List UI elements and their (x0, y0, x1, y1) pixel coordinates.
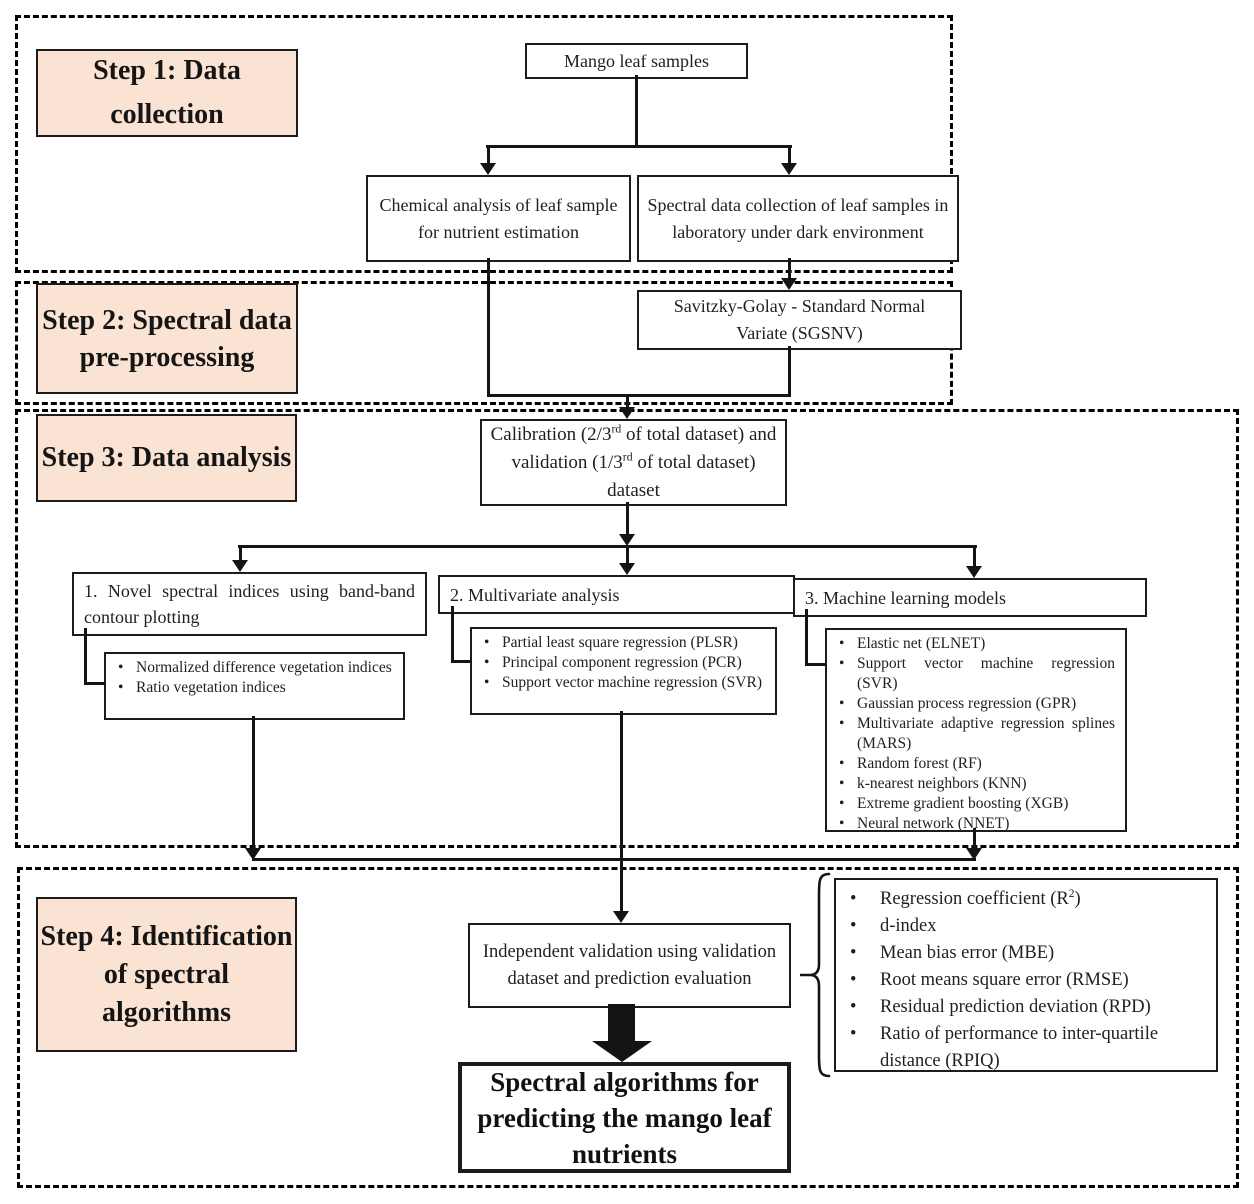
connector-mango-down (635, 75, 638, 148)
step1-region (15, 15, 953, 273)
metrics-list: Regression coefficient (R2) d-index Mean… (836, 880, 1216, 1081)
connector-merge-horizontal (487, 394, 791, 397)
connector-branch3-down (973, 545, 976, 567)
connector-calibration-down (626, 502, 629, 534)
curly-brace-path (800, 872, 831, 1078)
evaluation-metrics-box: Regression coefficient (R2) d-index Mean… (834, 878, 1218, 1072)
list-item: Ratio vegetation indices (106, 678, 393, 698)
list-item: Support vector machine regression (SVR) (827, 654, 1115, 694)
list-item: Neural network (NNET) (827, 814, 1115, 834)
list-item: Regression coefficient (R2) (836, 886, 1204, 913)
arrowhead-into-chemical (480, 163, 496, 175)
list-item: Gaussian process regression (GPR) (827, 694, 1115, 714)
arrowhead-at-branch-split (619, 534, 635, 546)
connector-sgsnv-down (788, 346, 791, 397)
branch1-title-box: 1. Novel spectral indices using band-ban… (72, 572, 427, 636)
connector-sub2-down (620, 711, 623, 912)
list-item: Multivariate adaptive regression splines… (827, 714, 1115, 754)
list-item: d-index (836, 913, 1204, 940)
connector-spectral-to-sgsnv (788, 258, 791, 279)
list-item: Partial least square regression (PLSR) (472, 633, 765, 653)
step4-label: Step 4: Identification of spectral algor… (36, 897, 297, 1052)
mango-leaf-samples-box: Mango leaf samples (525, 43, 748, 79)
step2-label: Step 2: Spectral data pre-processing (36, 283, 298, 394)
spectral-data-collection-box: Spectral data collection of leaf samples… (637, 175, 959, 262)
arrowhead-into-branch1 (232, 560, 248, 572)
list-item: Support vector machine regression (SVR) (472, 673, 765, 693)
arrowhead-into-branch2 (619, 563, 635, 575)
connector-split-left-down (487, 145, 490, 165)
list-item: Root means square error (RMSE) (836, 967, 1204, 994)
block-arrow-shaft (608, 1004, 635, 1042)
final-output-box: Spectral algorithms for predicting the m… (458, 1062, 791, 1173)
arrowhead-sub3-merge (966, 848, 982, 860)
arrowhead-into-sgsnv (781, 278, 797, 290)
curly-brace (800, 872, 831, 1078)
branch3-items-box: Elastic net (ELNET) Support vector machi… (825, 628, 1127, 834)
connector-branch1-down (239, 545, 242, 561)
connector-elbow1-horizontal (84, 682, 106, 685)
list-item: Mean bias error (MBE) (836, 940, 1204, 967)
branch3-items-list: Elastic net (ELNET) Support vector machi… (827, 630, 1125, 838)
list-item: Principal component regression (PCR) (472, 653, 765, 673)
connector-split-right-down (788, 145, 791, 165)
arrowhead-into-calibration (619, 407, 635, 419)
independent-validation-box: Independent validation using validation … (468, 923, 791, 1008)
arrowhead-sub1-merge (245, 848, 261, 860)
chemical-analysis-box: Chemical analysis of leaf sample for nut… (366, 175, 631, 262)
branch1-items-list: Normalized difference vegetation indices… (106, 654, 403, 702)
connector-elbow2-horizontal (451, 660, 472, 663)
arrowhead-into-spectral (781, 163, 797, 175)
branch2-title-box: 2. Multivariate analysis (438, 575, 795, 614)
list-item: Residual prediction deviation (RPD) (836, 994, 1204, 1021)
connector-branch-split-horizontal (238, 545, 977, 548)
connector-elbow2-vertical (451, 606, 454, 663)
arrowhead-into-validation (613, 911, 629, 923)
calibration-validation-box: Calibration (2/3rd of total dataset) and… (480, 419, 787, 506)
connector-elbow3-horizontal (805, 663, 827, 666)
sgsnv-box: Savitzky-Golay - Standard Normal Variate… (637, 290, 962, 350)
list-item: Random forest (RF) (827, 754, 1115, 774)
connector-sub3-down (973, 828, 976, 848)
list-item: Normalized difference vegetation indices (106, 658, 393, 678)
connector-elbow1-vertical (84, 628, 87, 685)
step4-region (17, 867, 1239, 1188)
branch3-title-box: 3. Machine learning models (793, 578, 1147, 617)
connector-bottom-merge-horizontal (252, 858, 976, 861)
list-item: k-nearest neighbors (KNN) (827, 774, 1115, 794)
branch2-items-box: Partial least square regression (PLSR) P… (470, 627, 777, 715)
connector-into-calibration (626, 394, 629, 408)
connector-chemical-down (487, 258, 490, 397)
arrowhead-into-branch3 (966, 566, 982, 578)
block-arrow-head (592, 1041, 652, 1062)
connector-branch2-down (626, 545, 629, 564)
branch1-items-box: Normalized difference vegetation indices… (104, 652, 405, 720)
list-item: Ratio of performance to inter-quartile d… (836, 1021, 1204, 1075)
calibration-validation-text: Calibration (2/3rd of total dataset) and… (490, 422, 777, 501)
connector-elbow3-vertical (805, 609, 808, 666)
step3-label: Step 3: Data analysis (36, 414, 297, 502)
list-item: Extreme gradient boosting (XGB) (827, 794, 1115, 814)
connector-sub1-down (252, 716, 255, 848)
step1-label: Step 1: Data collection (36, 49, 298, 137)
list-item: Elastic net (ELNET) (827, 634, 1115, 654)
connector-split-horizontal (486, 145, 792, 148)
branch2-items-list: Partial least square regression (PLSR) P… (472, 629, 775, 697)
